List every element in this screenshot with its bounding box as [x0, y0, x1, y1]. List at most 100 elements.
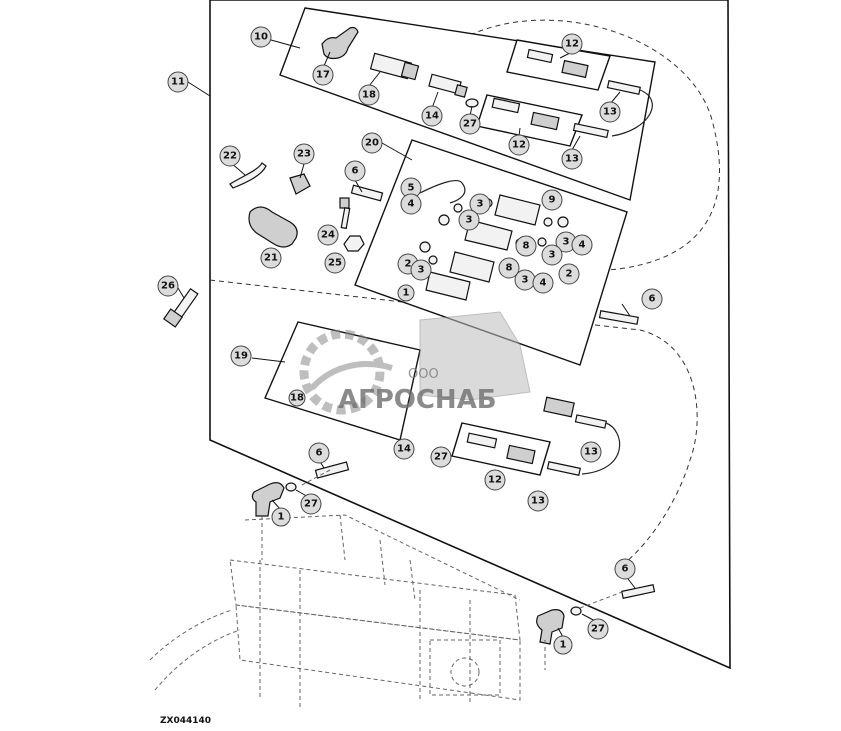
hose-line-lower: [581, 422, 621, 475]
svg-text:3: 3: [549, 250, 556, 261]
svg-text:18: 18: [290, 393, 304, 404]
callout-24: 24: [317, 224, 339, 246]
callout-13: 13: [599, 101, 621, 123]
callout-6: 6: [641, 288, 663, 310]
hose-13-c: [574, 414, 608, 429]
spacer-6-lower-left: [314, 461, 350, 479]
svg-text:10: 10: [254, 32, 268, 43]
watermark-prefix: ООО: [408, 367, 439, 382]
elbow-1-left: [251, 482, 285, 517]
svg-text:24: 24: [321, 230, 335, 241]
callout-26: 26: [157, 275, 179, 297]
seal-27: [465, 98, 479, 108]
svg-text:25: 25: [328, 258, 342, 269]
fittings-12-lower: [466, 432, 536, 465]
svg-text:27: 27: [463, 119, 477, 130]
svg-text:2: 2: [566, 269, 573, 280]
callout-3: 3: [458, 209, 480, 231]
callout-14: 14: [393, 438, 415, 460]
svg-text:8: 8: [523, 241, 530, 252]
svg-text:13: 13: [603, 107, 617, 118]
svg-text:13: 13: [531, 496, 545, 507]
svg-text:3: 3: [522, 275, 529, 286]
callout-12: 12: [561, 33, 583, 55]
svg-text:8: 8: [506, 263, 513, 274]
svg-text:27: 27: [591, 624, 605, 635]
callout-12: 12: [484, 469, 506, 491]
svg-text:20: 20: [365, 138, 379, 149]
callout-27: 27: [430, 446, 452, 468]
hose-route-upper: [469, 19, 720, 271]
callout-21: 21: [260, 247, 282, 269]
callout-9: 9: [541, 189, 563, 211]
svg-text:23: 23: [297, 149, 311, 160]
callout-27: 27: [587, 618, 609, 640]
svg-text:27: 27: [434, 452, 448, 463]
svg-text:5: 5: [408, 183, 415, 194]
hose-13-a: [606, 80, 641, 95]
svg-text:6: 6: [649, 294, 656, 305]
svg-text:14: 14: [425, 111, 439, 122]
callout-13: 13: [580, 441, 602, 463]
callout-6: 6: [614, 558, 636, 580]
coupler-18: [369, 52, 420, 81]
callout-27: 27: [300, 493, 322, 515]
callout-18: 18: [358, 84, 380, 106]
elbow-1-right: [536, 609, 565, 645]
callout-22: 22: [219, 145, 241, 167]
svg-text:13: 13: [584, 447, 598, 458]
svg-text:1: 1: [403, 288, 410, 299]
callout-2: 2: [558, 263, 580, 285]
svg-text:11: 11: [171, 77, 185, 88]
svg-text:21: 21: [264, 253, 278, 264]
fittings-12-middle: [491, 97, 560, 131]
svg-text:22: 22: [223, 151, 237, 162]
spacer-6-lower-right: [621, 584, 656, 599]
fittings-12-upper: [526, 48, 589, 79]
callout-1: 1: [271, 507, 291, 527]
figure-reference-id: ZX044140: [160, 716, 211, 726]
callout-3: 3: [514, 269, 536, 291]
svg-text:6: 6: [316, 448, 323, 459]
callout-3: 3: [541, 244, 563, 266]
svg-text:12: 12: [488, 475, 502, 486]
callout-1: 1: [553, 635, 573, 655]
callout-4: 4: [400, 193, 422, 215]
watermark-brand: АГРОСНАБ: [338, 385, 497, 415]
spacer-6-upper: [350, 184, 384, 202]
hose-coupler-21: [248, 206, 298, 248]
svg-text:3: 3: [466, 215, 473, 226]
callout-18: 18: [288, 389, 306, 407]
svg-text:12: 12: [565, 39, 579, 50]
seal-27-right: [570, 606, 582, 616]
callout-17: 17: [312, 64, 334, 86]
watermark-logo: [299, 311, 531, 415]
callout-6: 6: [344, 160, 366, 182]
svg-text:2: 2: [405, 259, 412, 270]
spacer-6-mid-right: [598, 310, 639, 325]
machine-frame-ghost: [149, 514, 521, 710]
elbow-17: [321, 26, 359, 60]
callout-6: 6: [308, 442, 330, 464]
svg-text:12: 12: [512, 140, 526, 151]
tube-5: [419, 180, 466, 204]
svg-text:3: 3: [477, 199, 484, 210]
svg-text:27: 27: [304, 499, 318, 510]
callout-14: 14: [421, 105, 443, 127]
callout-27: 27: [459, 113, 481, 135]
svg-text:13: 13: [565, 154, 579, 165]
clamp-22: [229, 162, 267, 189]
svg-text:4: 4: [540, 278, 547, 289]
callout-4: 4: [532, 272, 554, 294]
bolt-24: [339, 197, 351, 230]
dashed-connector-right: [544, 591, 623, 670]
svg-text:3: 3: [563, 237, 570, 248]
svg-text:4: 4: [579, 240, 586, 251]
svg-text:6: 6: [352, 166, 359, 177]
callout-1: 1: [397, 284, 415, 302]
svg-text:19: 19: [234, 351, 248, 362]
bolt-26: [162, 287, 199, 328]
svg-text:9: 9: [549, 195, 556, 206]
callout-8: 8: [515, 235, 537, 257]
